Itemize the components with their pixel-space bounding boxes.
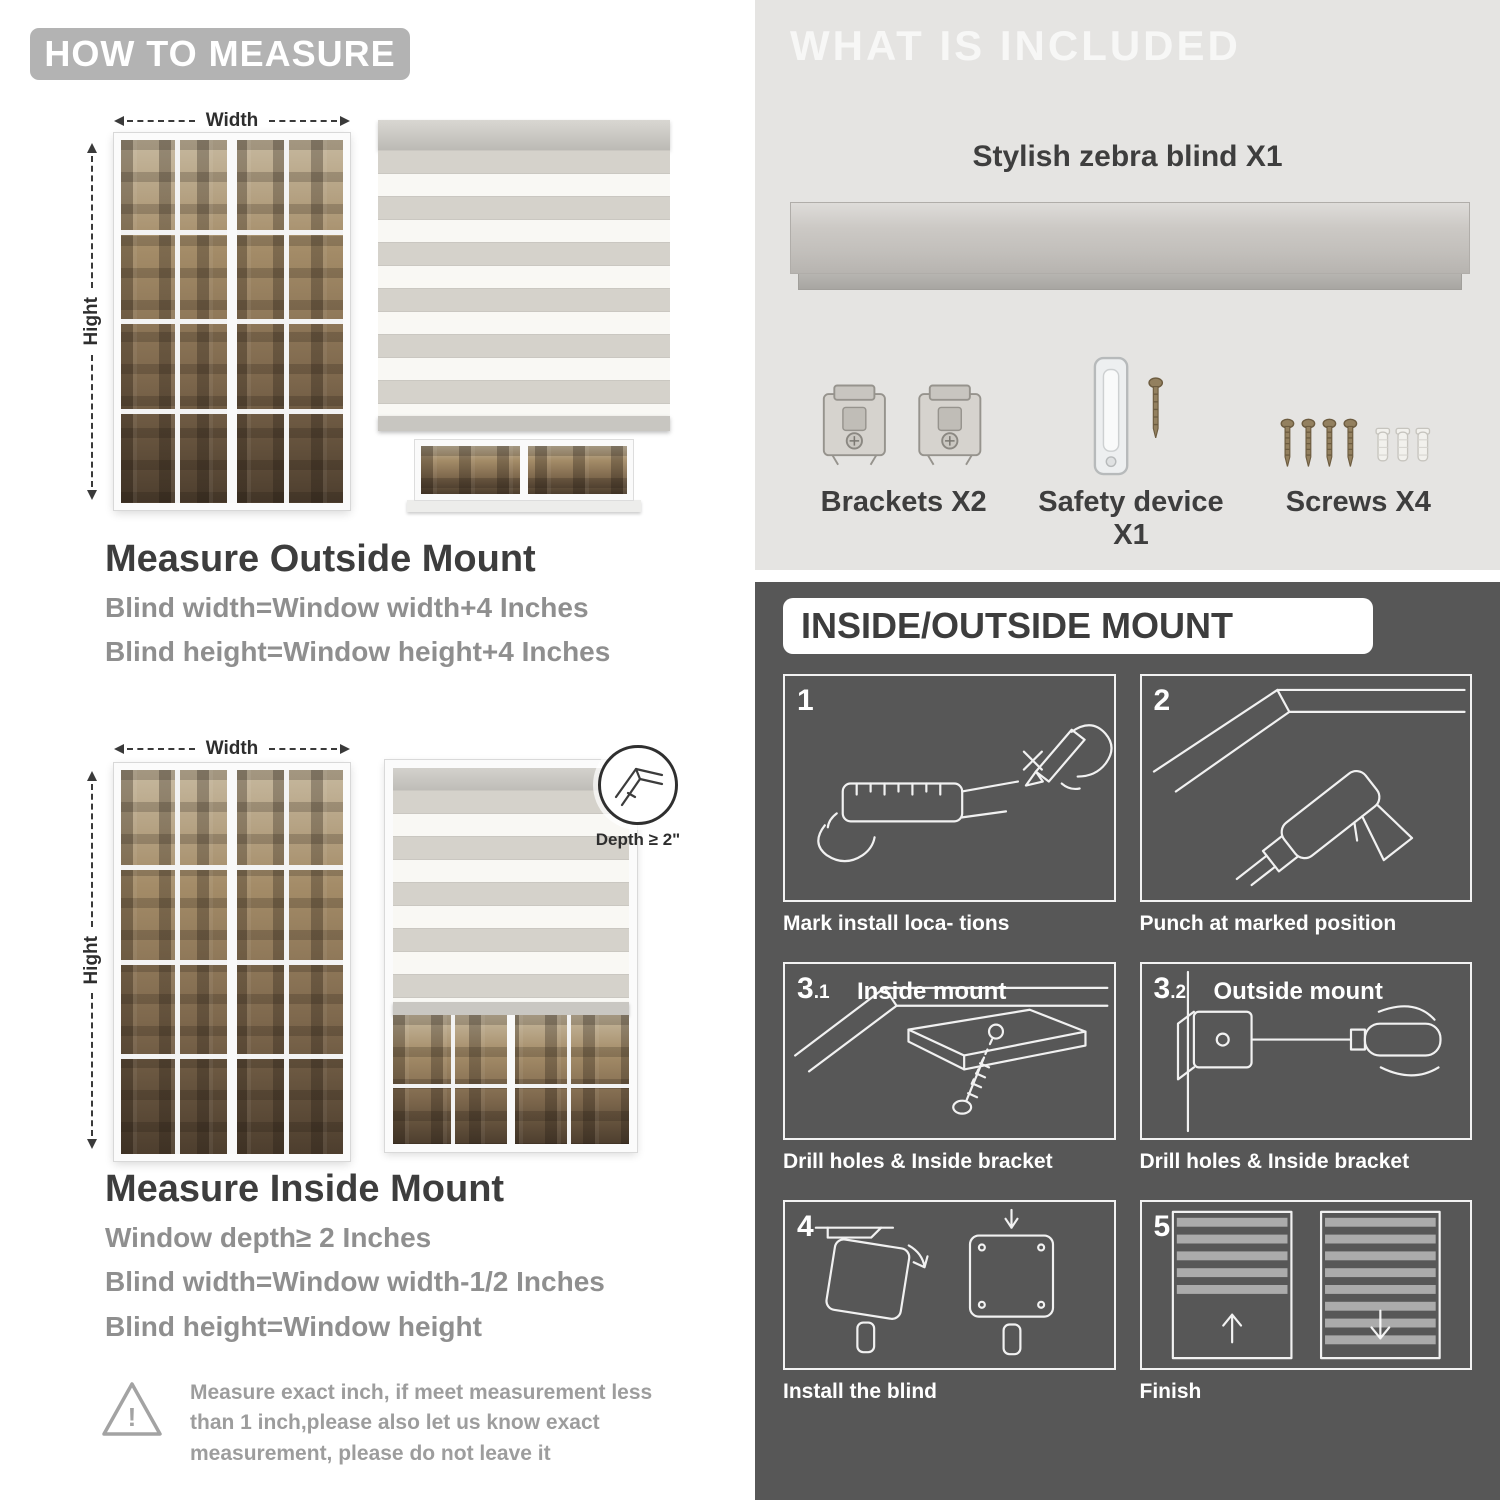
outside-mount-line-2: Blind height=Window height+4 Inches: [105, 636, 611, 667]
inside-mount-line-1: Window depth≥ 2 Inches: [105, 1222, 432, 1253]
safety-device-icon: [1093, 356, 1164, 476]
window-under-blind: [407, 439, 641, 512]
right-column: WHAT IS INCLUDED Stylish zebra blind X1: [755, 0, 1500, 1500]
window-sill: [407, 500, 641, 512]
mount-instructions-section: INSIDE/OUTSIDE MOUNT 1: [755, 582, 1500, 1500]
zebra-blind-label: Stylish zebra blind X1: [972, 140, 1283, 173]
warning-icon: !: [100, 1378, 164, 1442]
depth-callout: Depth ≥ 2": [583, 745, 693, 850]
included-labels: Brackets X2 Safety device X1 Screws X4: [790, 486, 1472, 552]
height-arrow: Hight: [81, 771, 102, 1150]
safety-device-item: [1017, 330, 1244, 480]
step-3-2-panel: 3.2 Outside mount: [1139, 962, 1472, 1140]
width-label: Width: [205, 738, 259, 759]
height-arrow: Hight: [81, 143, 102, 501]
inside-mount-line-2: Blind width=Window width-1/2 Inches: [105, 1266, 605, 1297]
outside-mount-title: Measure Outside Mount: [105, 538, 536, 580]
inside-mount-blind-figure: [384, 759, 638, 1153]
exclamation-glyph: !: [127, 1402, 137, 1432]
window-corner-icon: [614, 767, 664, 807]
step-2-panel: 2: [1139, 674, 1472, 902]
step-4: 4: [783, 1200, 1116, 1404]
outside-mount-line-1: Blind width=Window width+4 Inches: [105, 592, 589, 623]
step-1: 1: [783, 674, 1116, 936]
step-4-caption: Install the blind: [783, 1380, 938, 1403]
blind-headrail: [393, 768, 629, 790]
what-is-included-title: WHAT IS INCLUDED: [790, 22, 1241, 69]
arrow-down-icon: [87, 1139, 97, 1150]
safety-device-label: Safety device X1: [1038, 486, 1224, 551]
window-muntins: [121, 770, 343, 1154]
how-to-measure-badge: HOW TO MEASURE: [30, 28, 410, 80]
blind-bottomrail: [378, 416, 670, 431]
screws-item: [1245, 330, 1472, 480]
arrow-right-icon: [340, 744, 350, 754]
included-items: [790, 330, 1472, 480]
step-4-panel: 4: [783, 1200, 1116, 1370]
step-5: 5: [1139, 1200, 1472, 1404]
step-3-2: 3.2 Outside mount: [1139, 962, 1472, 1174]
step-1-caption: Mark install loca- tions: [783, 912, 1010, 935]
what-is-included-section: WHAT IS INCLUDED Stylish zebra blind X1: [755, 0, 1500, 570]
step-5-panel: 5: [1139, 1200, 1472, 1370]
height-label: Hight: [81, 297, 102, 346]
zebra-stripes: [378, 150, 670, 416]
step-3-1-panel: 3.1 Inside mount: [783, 962, 1116, 1140]
step-1-panel: 1: [783, 674, 1116, 902]
outside-mount-window-figure: Width Hight: [80, 105, 351, 511]
window-under-blind: [393, 1015, 629, 1144]
screw-icon: [1148, 377, 1164, 439]
arrow-right-icon: [340, 116, 350, 126]
mount-section-title: INSIDE/OUTSIDE MOUNT: [783, 598, 1373, 654]
width-label: Width: [205, 110, 259, 131]
width-arrow: Width: [114, 110, 350, 131]
height-label: Hight: [81, 935, 102, 985]
arrow-left-icon: [114, 116, 124, 126]
step-3-1: 3.1 Inside mount: [783, 962, 1116, 1174]
inside-mount-window-figure: Width Hight: [80, 733, 351, 1162]
arrow-up-icon: [87, 771, 97, 781]
blind-headrail: [378, 120, 670, 150]
window-muntins: [121, 140, 343, 503]
inside-mount-title: Measure Inside Mount: [105, 1168, 505, 1210]
blind-bottomrail: [393, 1002, 629, 1015]
arrow-down-icon: [1369, 1309, 1390, 1340]
inside-bracket-illustration: [794, 986, 1109, 1115]
drill-illustration: [1152, 688, 1466, 887]
brackets-icon: [822, 384, 981, 466]
arrow-left-icon: [114, 744, 124, 754]
headrail-product: [790, 202, 1470, 290]
warning-note: ! Measure exact inch, if meet measuremen…: [100, 1378, 660, 1469]
mark-locations-illustration: [817, 724, 1113, 863]
inside-mount-line-3: Blind height=Window height: [105, 1311, 482, 1342]
width-arrow: Width: [114, 738, 350, 759]
brackets-item: [790, 330, 1017, 480]
install-blind-illustration: [814, 1208, 1055, 1356]
brackets-label: Brackets X2: [820, 486, 987, 518]
window-photo: [113, 132, 351, 511]
finish-illustration: [1171, 1210, 1441, 1360]
step-5-caption: Finish: [1139, 1380, 1202, 1403]
step-3-2-title: Outside mount: [1213, 978, 1383, 1005]
arrow-up-icon: [1221, 1313, 1242, 1344]
wall-area: [378, 431, 670, 512]
window-muntins: [393, 1015, 629, 1144]
window-photo: [113, 762, 351, 1162]
step-3-1-caption: Drill holes & Inside bracket: [783, 1150, 1053, 1173]
magnifier-circle: [598, 745, 678, 825]
step-3-2-caption: Drill holes & Inside bracket: [1139, 1150, 1410, 1173]
outside-bracket-illustration: [1176, 970, 1442, 1133]
screws-icon: [1280, 418, 1431, 468]
warning-text: Measure exact inch, if meet measurement …: [190, 1381, 653, 1465]
step-2-caption: Punch at marked position: [1139, 912, 1397, 935]
screws-label: Screws X4: [1285, 486, 1431, 518]
zebra-stripes: [393, 790, 629, 1002]
arrow-up-icon: [87, 143, 97, 153]
depth-label: Depth ≥ 2": [595, 830, 681, 849]
steps-grid: 1: [783, 674, 1472, 1404]
step-2: 2: [1139, 674, 1472, 936]
arrow-down-icon: [87, 490, 97, 501]
outside-mount-blind-figure: [378, 120, 670, 512]
step-3-1-title: Inside mount: [857, 978, 1007, 1005]
